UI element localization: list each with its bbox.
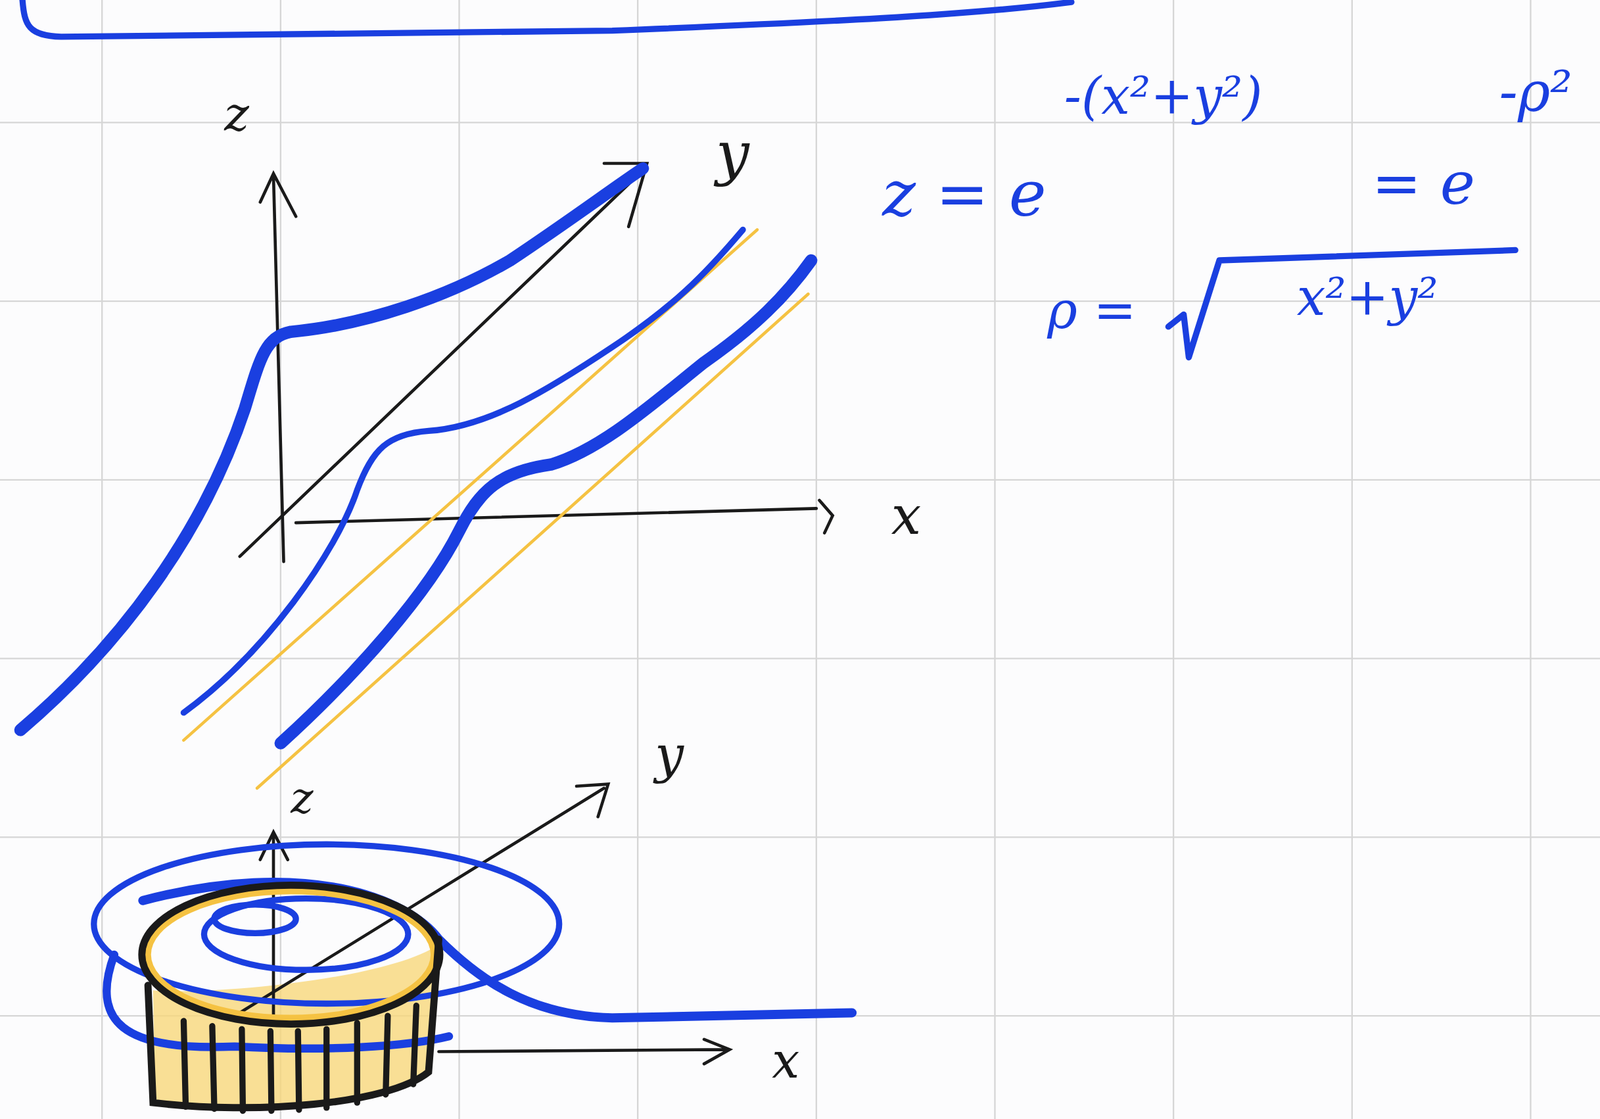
axis-label: y: [654, 729, 684, 781]
formula-text: z = e: [882, 162, 1046, 226]
axis-label: x: [771, 1036, 800, 1086]
formula-text: -(x²+y²): [1064, 71, 1263, 123]
axis-label: z: [224, 90, 250, 138]
formula-text: x²+y²: [1296, 272, 1439, 324]
axis-label: x: [891, 489, 922, 543]
axis-label: y: [715, 123, 750, 183]
formula-text: -ρ²: [1499, 64, 1573, 120]
axis-label: z: [290, 776, 313, 820]
formula-text: ρ =: [1047, 285, 1136, 338]
formula-text: = e: [1371, 153, 1476, 213]
